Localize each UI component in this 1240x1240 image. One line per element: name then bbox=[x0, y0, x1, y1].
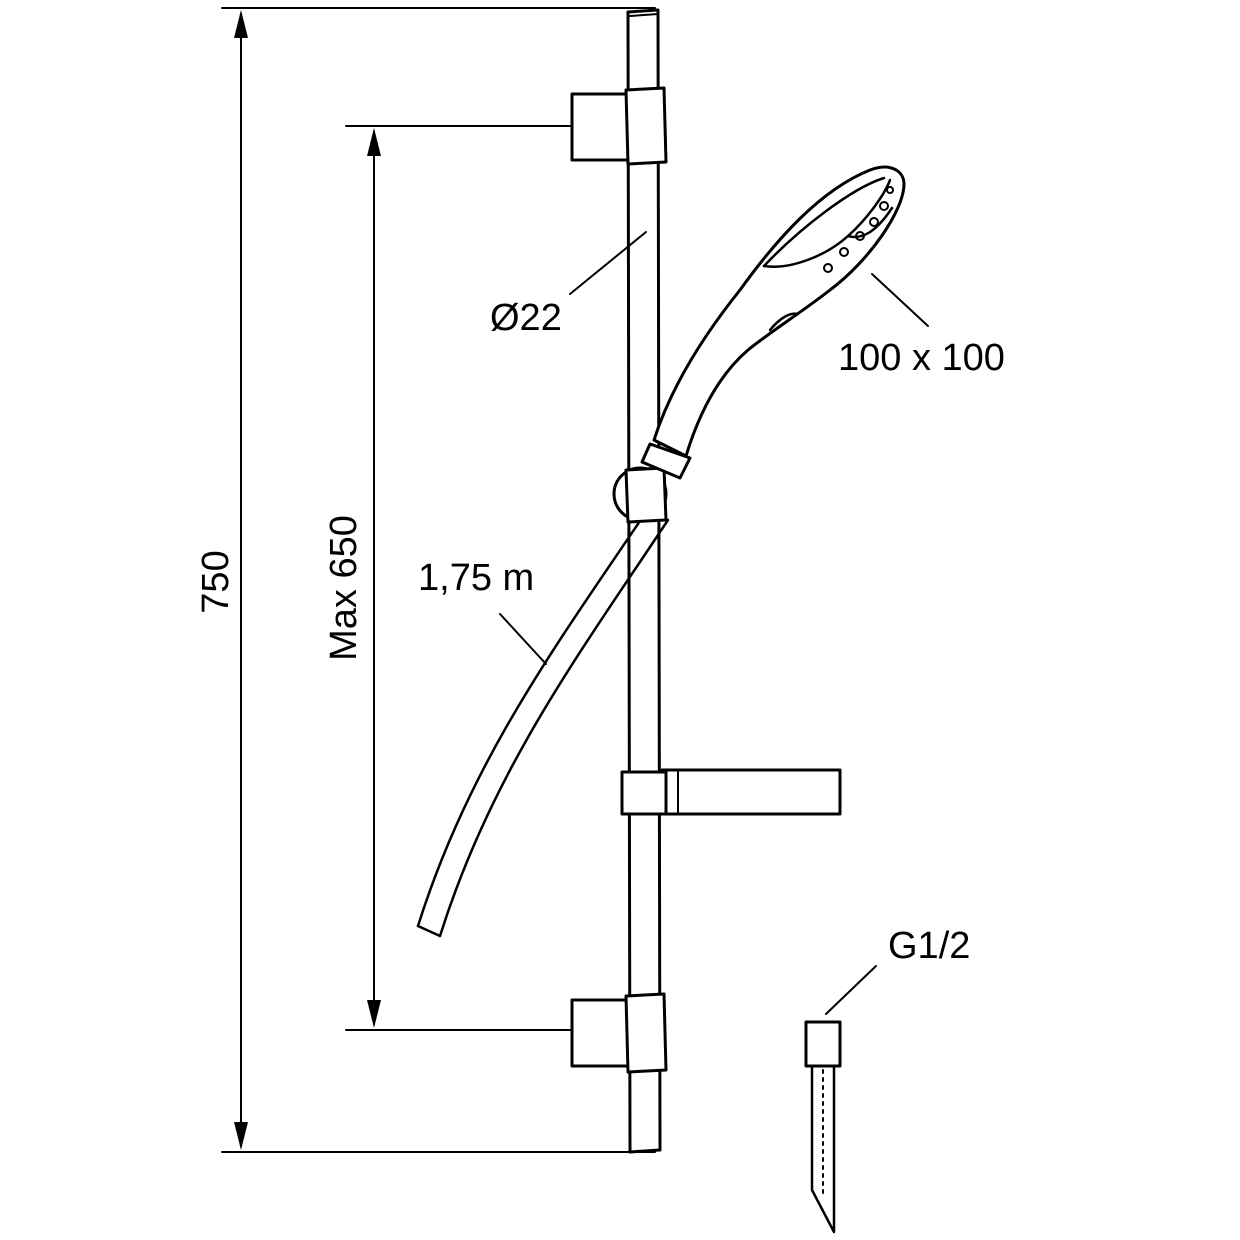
hand-shower-top-edge bbox=[762, 176, 886, 268]
hand-shower-body bbox=[652, 165, 906, 458]
hose-end bbox=[416, 924, 442, 938]
bracket-distance-label: Max 650 bbox=[323, 515, 365, 661]
upper-bracket-clamp bbox=[624, 86, 668, 166]
soap-dish-clamp bbox=[620, 770, 668, 816]
spray-nozzle-2 bbox=[869, 217, 879, 227]
hand-shower-spray-face bbox=[846, 206, 894, 239]
diameter-leader bbox=[569, 231, 647, 295]
slider-holder bbox=[612, 466, 668, 524]
arrowhead-top bbox=[234, 10, 248, 38]
connection-thread-label: G1/2 bbox=[888, 925, 970, 967]
arrowhead-bottom bbox=[367, 1000, 381, 1028]
arrowhead-top bbox=[367, 128, 381, 156]
overall-length-dimension: 750 bbox=[195, 7, 656, 1153]
mode-button bbox=[768, 312, 800, 332]
shower-head-size-label: 100 x 100 bbox=[838, 337, 1005, 379]
soap-dish bbox=[620, 768, 842, 816]
hose-connection-nut bbox=[804, 1020, 842, 1234]
slider-body bbox=[624, 466, 668, 524]
hand-shower bbox=[640, 165, 906, 480]
shower-hose bbox=[416, 510, 670, 938]
rail-diameter-label: Ø22 bbox=[490, 297, 562, 339]
overall-length-label: 750 bbox=[195, 550, 237, 613]
hand-shower-collar bbox=[640, 442, 692, 480]
lower-wall-bracket bbox=[570, 992, 668, 1074]
spray-nozzle-1 bbox=[879, 201, 889, 211]
hose-length-label: 1,75 m bbox=[418, 557, 534, 599]
upper-wall-bracket bbox=[570, 86, 668, 166]
arrowhead-bottom bbox=[234, 1122, 248, 1150]
soap-dish-tray bbox=[660, 768, 842, 816]
hose-right-edge bbox=[438, 518, 670, 938]
hose-leader bbox=[499, 613, 547, 665]
rail-top-cap bbox=[629, 13, 659, 17]
spray-nozzle-6 bbox=[886, 186, 894, 194]
spray-nozzle-3 bbox=[855, 231, 865, 241]
lower-bracket-clamp bbox=[624, 992, 668, 1074]
slide-rail bbox=[626, 8, 662, 1154]
spray-nozzle-5 bbox=[823, 263, 833, 273]
connection-nut bbox=[804, 1020, 842, 1068]
head-size-leader bbox=[871, 273, 929, 327]
bracket-distance-dimension: Max 650 bbox=[323, 125, 573, 1031]
rail-tube bbox=[626, 8, 662, 1154]
thread-leader bbox=[825, 965, 877, 1015]
hose-left-edge bbox=[416, 510, 648, 928]
hose-stub-outline bbox=[810, 1064, 836, 1234]
spray-nozzle-4 bbox=[839, 247, 849, 257]
